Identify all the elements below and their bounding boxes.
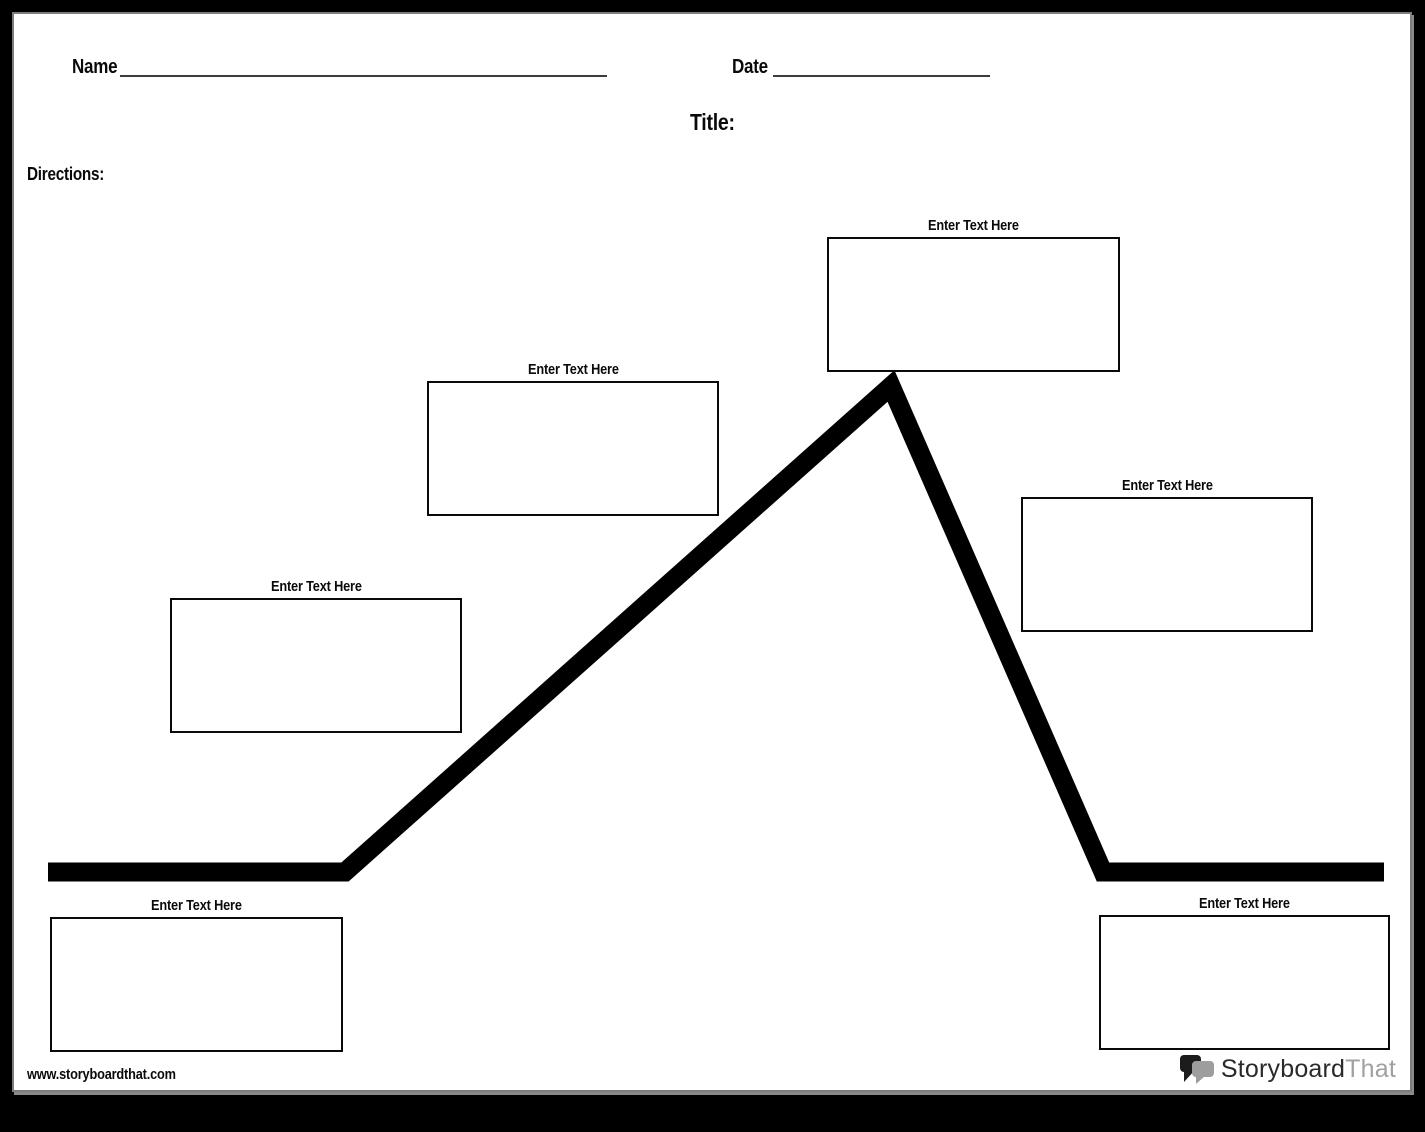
plot-box-exposition[interactable] [50, 917, 343, 1052]
date-fill-in-line[interactable] [773, 75, 990, 77]
plot-box-rising-action-1[interactable] [170, 598, 462, 733]
name-fill-in-line[interactable] [120, 75, 607, 77]
plot-box-rising-action-2[interactable] [427, 381, 719, 516]
page-title: Title: [689, 109, 735, 135]
storyboardthat-logo: StoryboardThat [1179, 1054, 1396, 1085]
logo-that-text: That [1345, 1055, 1396, 1083]
name-label: Name [72, 56, 118, 78]
directions-label: Directions: [27, 164, 105, 184]
website-url: www.storyboardthat.com [27, 1066, 176, 1083]
logo-storyboard-text: Storyboard [1220, 1055, 1346, 1083]
falling-action-box-label: Enter Text Here [1121, 477, 1213, 494]
date-label: Date [732, 56, 768, 78]
logo-wordmark: StoryboardThat [1221, 1055, 1396, 1084]
rising-action-2-box-label: Enter Text Here [527, 361, 619, 378]
story-arc-line [48, 370, 1384, 882]
resolution-box-label: Enter Text Here [1199, 895, 1290, 912]
plot-diagram-line [48, 370, 1384, 882]
plot-box-climax[interactable] [827, 237, 1120, 372]
rising-action-1-box-label: Enter Text Here [270, 578, 362, 595]
speech-bubbles-icon [1179, 1055, 1214, 1084]
worksheet-page: Name Date Title: Directions: Enter Text … [12, 12, 1412, 1092]
plot-box-resolution[interactable] [1099, 915, 1390, 1050]
exposition-box-label: Enter Text Here [151, 897, 242, 914]
climax-box-label: Enter Text Here [928, 217, 1019, 234]
plot-box-falling-action[interactable] [1021, 497, 1313, 632]
